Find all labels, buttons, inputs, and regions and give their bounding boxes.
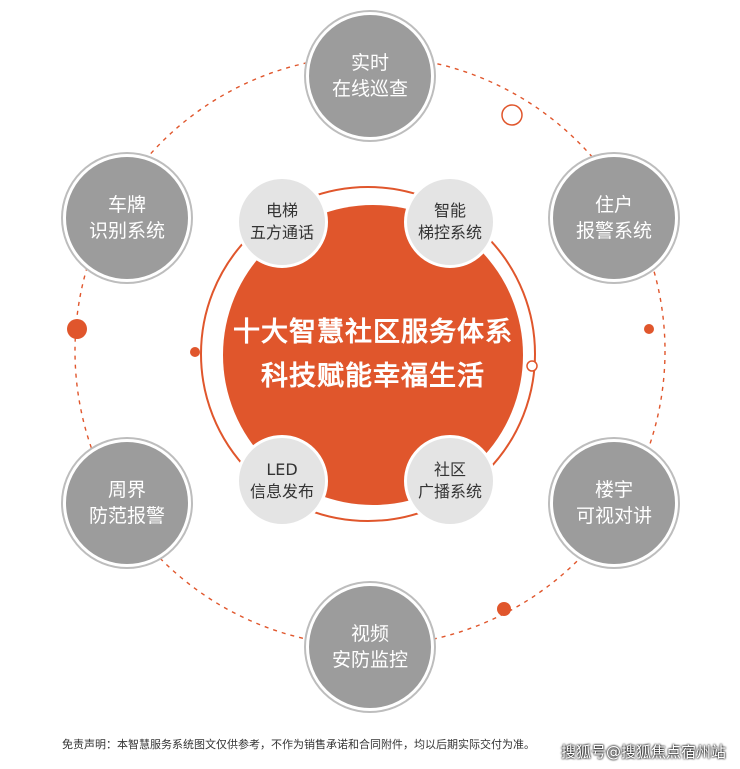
ring-dot-top-right — [501, 104, 523, 126]
inner-ring-dot-left — [190, 347, 200, 357]
watermark-text: 搜狐号@搜狐焦点宿州站 — [560, 743, 726, 761]
center-subtitle: 科技赋能幸福生活 — [261, 361, 485, 392]
node-community-broadcast: 社区广播系统 — [404, 435, 496, 527]
inner-ring-dot-right — [526, 360, 538, 372]
node-video-security: 视频安防监控 — [306, 583, 434, 711]
node-smart-elevator: 智能梯控系统 — [404, 176, 496, 268]
ring-dot-right — [644, 324, 654, 334]
node-plate-recognition: 车牌识别系统 — [63, 154, 191, 282]
ring-dot-large-left — [67, 319, 87, 339]
node-resident-alarm: 住户报警系统 — [550, 154, 678, 282]
node-perimeter-alarm: 周界防范报警 — [63, 439, 191, 567]
node-realtime-patrol: 实时在线巡查 — [306, 12, 434, 140]
ring-dot-bottom-right — [497, 602, 511, 616]
node-elevator-intercom: 电梯五方通话 — [236, 176, 328, 268]
node-building-intercom: 楼宇可视对讲 — [550, 439, 678, 567]
inner-ring — [200, 186, 536, 522]
disclaimer-text: 免责声明：本智慧服务系统图文仅供参考，不作为销售承诺和合同附件，均以后期实际交付… — [62, 738, 535, 751]
center-title: 十大智慧社区服务体系 — [233, 317, 513, 348]
